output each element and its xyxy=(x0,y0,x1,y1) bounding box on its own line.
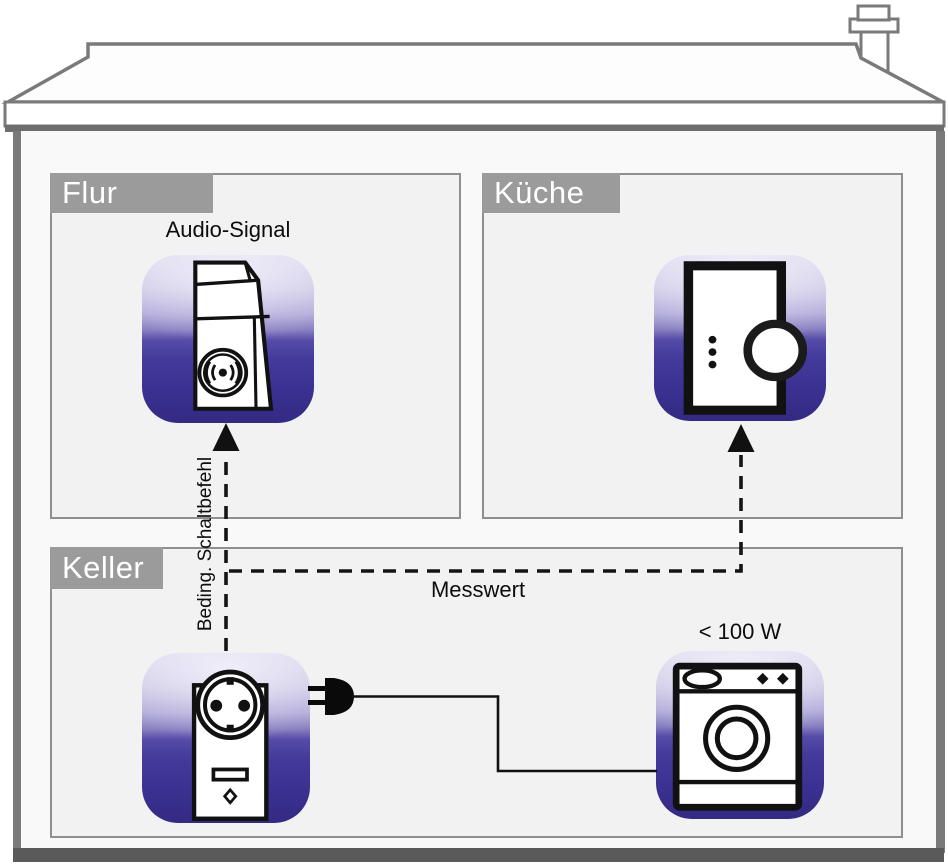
roof xyxy=(1,42,946,132)
floor-bar xyxy=(13,848,944,862)
room-label-keller: Keller xyxy=(50,547,163,589)
messwert-label: Messwert xyxy=(430,577,526,602)
smart-plug-tile xyxy=(142,653,310,823)
washing-machine-tile xyxy=(656,651,824,819)
thermostat-tile xyxy=(654,255,826,421)
audio-signal-label: Audio-Signal xyxy=(165,217,291,242)
switch-command-label: Beding. Schaltbefehl xyxy=(195,456,216,632)
right-wall xyxy=(936,131,945,853)
thermostat-dial-icon xyxy=(683,261,808,415)
room-label-flur: Flur xyxy=(50,173,213,213)
schuko-socket-icon xyxy=(191,669,269,821)
washing-machine-icon xyxy=(672,662,803,811)
room-label-kueche: Küche xyxy=(482,173,620,213)
audio-actuator-tile xyxy=(142,255,314,423)
power-limit-label: < 100 W xyxy=(698,619,782,644)
siren-icon xyxy=(193,260,274,411)
left-wall xyxy=(13,131,21,853)
